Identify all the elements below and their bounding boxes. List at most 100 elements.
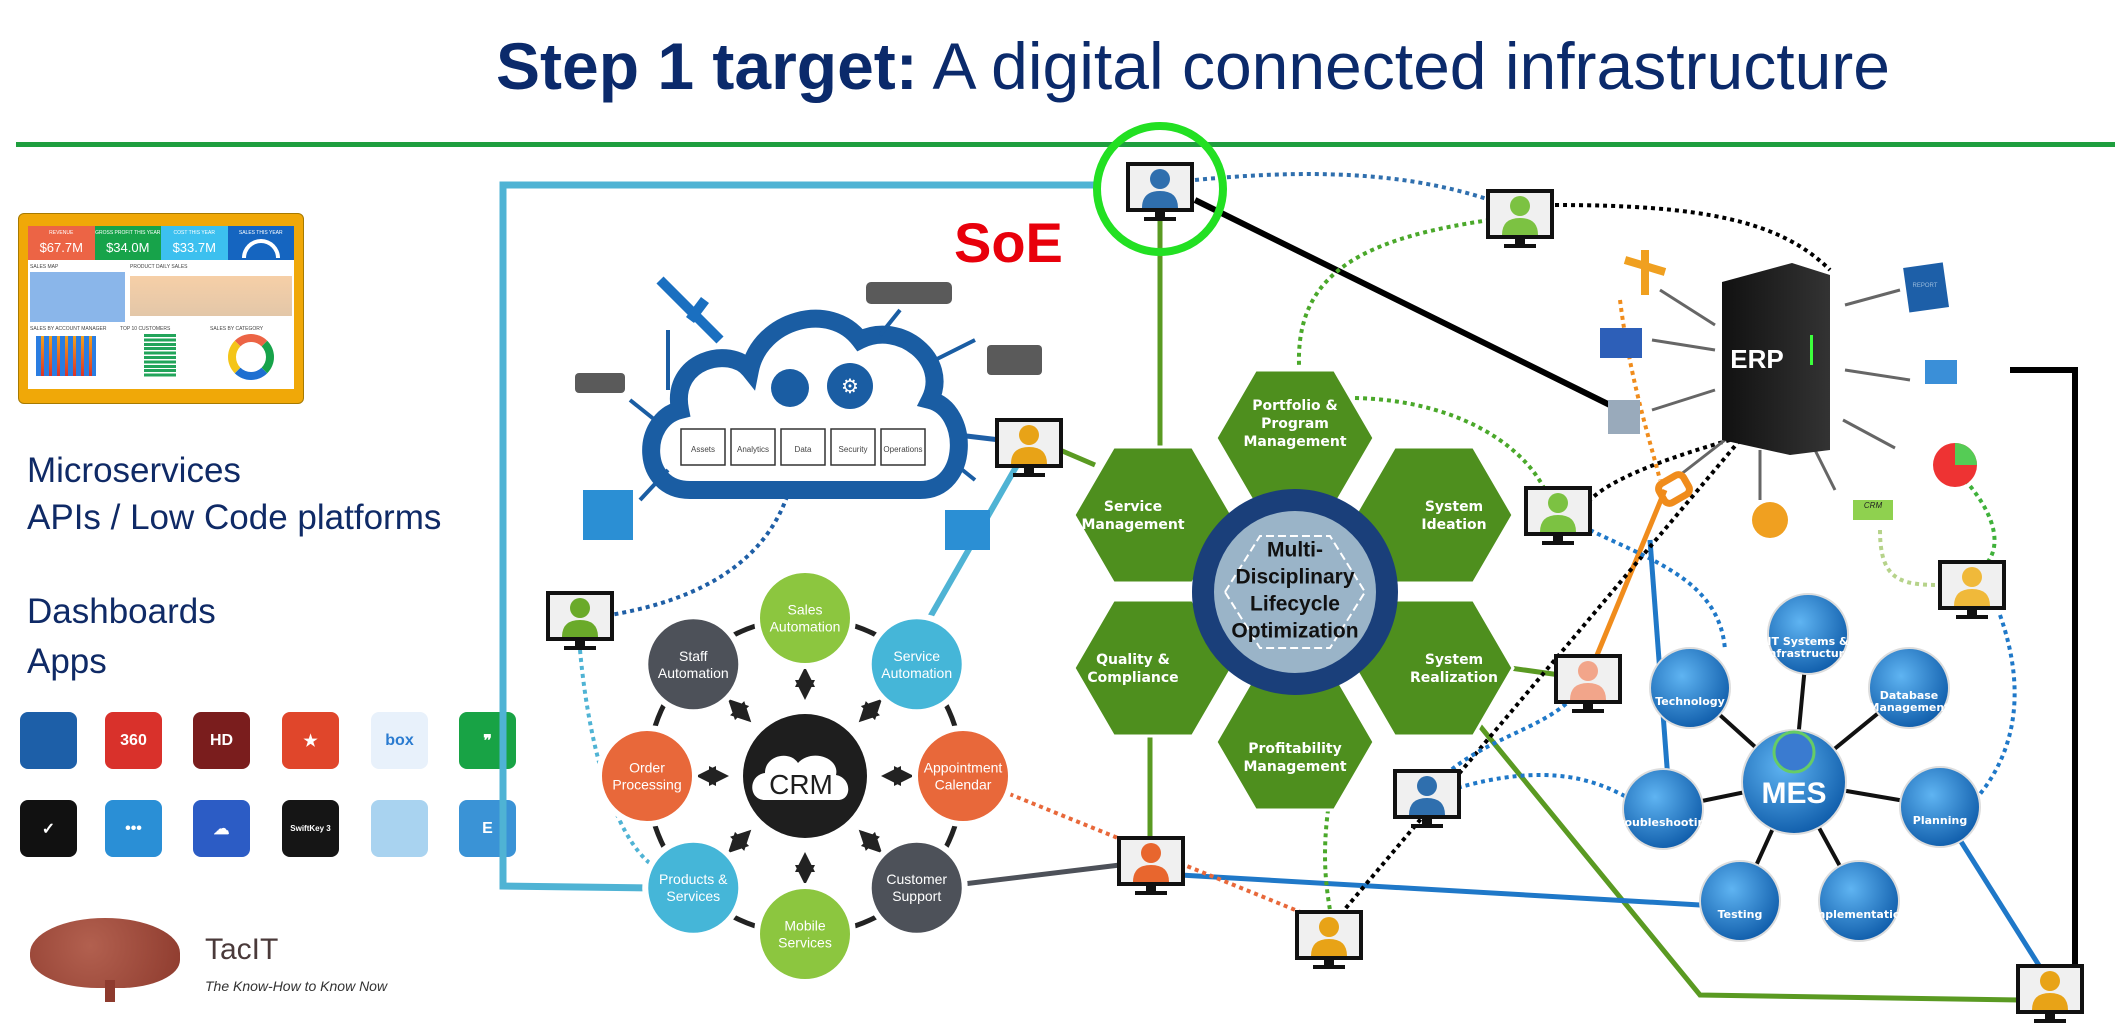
crm-node [642,613,745,716]
user-workstation[interactable] [1486,189,1554,248]
monitor-stand [1967,608,1977,616]
cloud-spokes [628,308,977,502]
plm-center-label: Multi- [1267,539,1323,562]
mes-hub [1741,729,1847,835]
mes-node [1649,647,1731,729]
user-workstation[interactable] [546,591,614,650]
plm-hex-label: Ideation [1421,517,1486,533]
user-workstation[interactable] [1938,560,2006,619]
monitor-stand [1024,466,1034,474]
line-realization-bottom-user [1473,718,2021,1003]
device-icon [1608,400,1640,434]
user-workstation[interactable] [1524,486,1592,545]
crm-wheel: CRM SalesAutomationServiceAutomationAppo… [596,567,1014,985]
soe-label: SoE [954,211,1063,274]
title-bold: Step 1 target: [496,29,918,103]
person-head-icon [1019,425,1039,445]
brand-tagline: The Know-How to Know Now [205,978,388,994]
dotted-profitability-user [1323,769,1337,911]
plm-center-label: Optimization [1231,620,1358,643]
text-dashboards: Dashboards [27,592,216,631]
user-workstation[interactable] [995,418,1063,477]
mes-node [1699,860,1781,942]
person-body-icon [1570,683,1606,700]
user-workstation[interactable] [1554,654,1622,713]
printer-icon [987,345,1042,375]
crm-node-label: Sales [787,602,822,618]
person-head-icon [1141,843,1161,863]
person-body-icon [1133,865,1169,882]
user-workstation[interactable] [1295,910,1363,969]
monitor-stand [575,639,585,647]
meetup-icon: ••• [105,800,162,857]
dotted-crm-user [1878,529,1941,587]
monitor-stand [1155,210,1165,218]
crm-node-label: Products & [659,871,728,887]
erp-cluster: ERP REPORT CRM [1600,250,1977,538]
dotted-portfolio-user [1354,396,1547,491]
user-workstation[interactable] [2016,964,2084,1023]
dashboard-tablet-image: REVENUE$67.7M GROSS PROFIT THIS YEAR$34.… [18,213,304,404]
erp-server [1722,263,1830,455]
dotted-orange [1618,299,1662,481]
directions-icon [1623,250,1667,295]
plm-hex-label: Management [1243,759,1346,775]
factory-icon [583,490,633,540]
monitor-stand [2045,1012,2055,1020]
dashboard-screen: REVENUE$67.7M GROSS PROFIT THIS YEAR$34.… [28,226,294,389]
mes-node-label: Planning [1913,814,1967,827]
frame-line [499,181,1095,892]
onedrive-icon: ☁ [193,800,250,857]
airplane-icon [656,276,724,344]
crm-node [865,613,968,716]
cloud-box-label: Assets [691,445,715,454]
plm-hex-label: Compliance [1087,670,1178,686]
crm-node-label: Staff [679,648,708,664]
plm-hex-label: Portfolio & [1252,398,1337,414]
cloud-box [680,428,726,466]
cloud-box [780,428,826,466]
kpi-cost: COST THIS YEAR$33.7M [161,226,228,260]
crm-label: CRM [769,769,833,800]
globe-app-icon [20,712,77,769]
crm-node-label: Automation [770,619,841,635]
monitor-base [2034,1019,2066,1023]
person-body-icon [2032,993,2068,1010]
person-head-icon [2040,971,2060,991]
donut-chart [228,334,274,380]
dotted-pie-user [1963,478,1997,567]
pie-chart-icon-2 [1752,502,1788,538]
mes-cluster: IT Systems &InfrastructureDatabaseManage… [1613,593,1981,942]
basecamp-icon: ✓ [20,800,77,857]
brain-stem [105,980,115,1002]
user-workstation[interactable] [1126,162,1194,221]
plm-hex-label: Management [1081,517,1184,533]
section-by-category: SALES BY CATEGORY [210,326,264,332]
text-apis-low-code: APIs / Low Code platforms [27,498,442,537]
line-ecommerce-user [2010,367,2078,975]
monitor-base [1411,824,1443,828]
dotted-user-portfolio [1296,218,1491,381]
line-user-troubleshooting [1647,539,1671,781]
monitor-base [1313,965,1345,969]
plm-hex-label: System [1425,499,1483,515]
puzzle-icon [1600,328,1642,358]
person-head-icon [1548,493,1568,513]
crm-arrow [727,829,752,854]
box-icon: box [371,712,428,769]
crm-node [754,567,856,669]
user-workstation[interactable] [1393,769,1461,828]
section-account-manager: SALES BY ACCOUNT MANAGER [30,326,107,332]
soe-highlight-circle [1093,122,1227,256]
connector-lines [499,172,2078,1003]
server-led [1810,335,1813,365]
monitor-base [564,646,596,650]
swiftkey-icon: SwiftKey 3 [282,800,339,857]
monitor-base [1956,615,1988,619]
crm-node-label: Processing [612,777,681,793]
person-head-icon [1417,776,1437,796]
crm-mini-label: CRM [1864,501,1883,510]
user-workstation[interactable] [1117,836,1185,895]
monitor-base [1135,891,1167,895]
